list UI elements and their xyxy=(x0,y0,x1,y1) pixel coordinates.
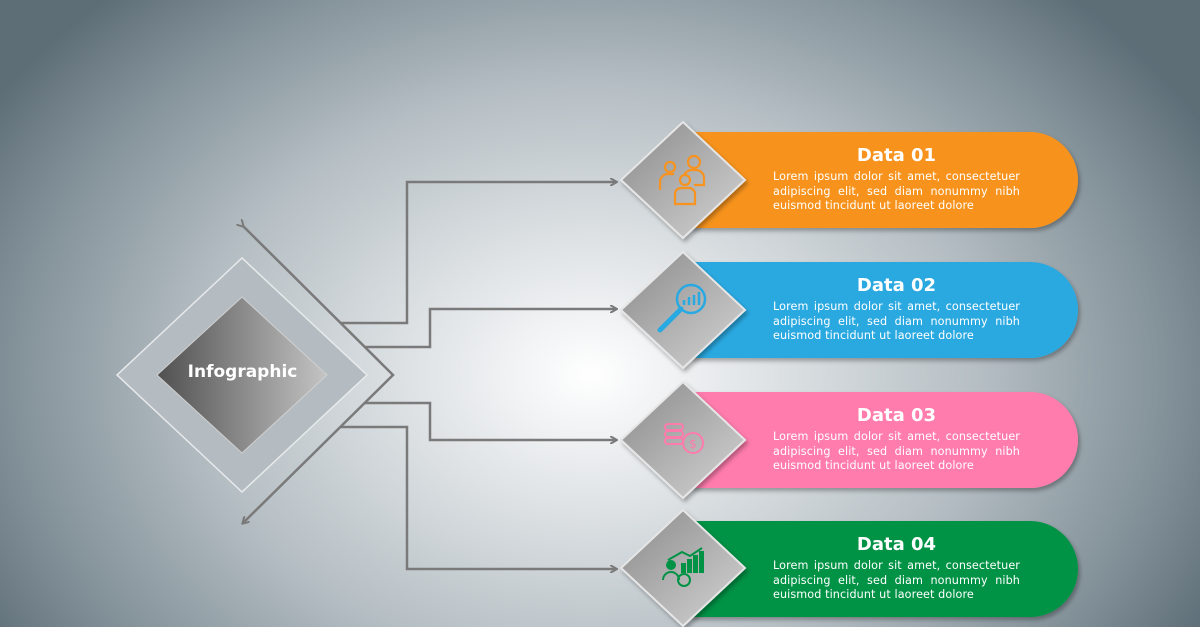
card-3-title: Data 03 xyxy=(856,405,937,426)
card-3-text: Data 03 Lorem ipsum dolor sit amet, cons… xyxy=(773,405,1020,474)
card-1-text: Data 01 Lorem ipsum dolor sit amet, cons… xyxy=(773,145,1020,214)
card-3: $ xyxy=(619,380,1078,500)
coins-dollar-icon: $ xyxy=(664,423,704,454)
magnifier-chart-icon xyxy=(657,283,707,333)
card-2-title: Data 02 xyxy=(856,275,937,296)
connector-3 xyxy=(365,401,616,440)
card-1-icon-diamond xyxy=(619,120,747,240)
connectors xyxy=(340,182,616,569)
card-4 xyxy=(619,508,1078,627)
svg-text:$: $ xyxy=(689,437,697,451)
card-3-pill xyxy=(690,392,1078,488)
card-1-pill xyxy=(690,132,1078,228)
connector-2 xyxy=(365,309,616,349)
card-2-pill xyxy=(690,262,1078,358)
card-4-body: Lorem ipsum dolor sit amet, consectetuer… xyxy=(773,559,1020,601)
connector-4 xyxy=(340,425,616,569)
card-2 xyxy=(619,250,1078,370)
card-1-title: Data 01 xyxy=(856,145,937,166)
people-group-icon xyxy=(658,154,706,206)
growth-gear-icon xyxy=(662,547,704,587)
card-1-body: Lorem ipsum dolor sit amet, consectetuer… xyxy=(773,170,1020,212)
card-4-text: Data 04 Lorem ipsum dolor sit amet, cons… xyxy=(773,534,1020,603)
card-4-pill xyxy=(690,521,1078,617)
card-1 xyxy=(619,120,1078,240)
card-3-body: Lorem ipsum dolor sit amet, consectetuer… xyxy=(773,430,1020,472)
center-label: Infographic xyxy=(187,362,298,382)
connector-1 xyxy=(340,182,616,325)
card-2-body: Lorem ipsum dolor sit amet, consectetuer… xyxy=(773,300,1020,342)
card-4-title: Data 04 xyxy=(856,534,937,555)
card-2-text: Data 02 Lorem ipsum dolor sit amet, cons… xyxy=(773,275,1020,344)
center-inner-diamond xyxy=(156,296,328,454)
outer-arrow-lines xyxy=(243,226,395,523)
